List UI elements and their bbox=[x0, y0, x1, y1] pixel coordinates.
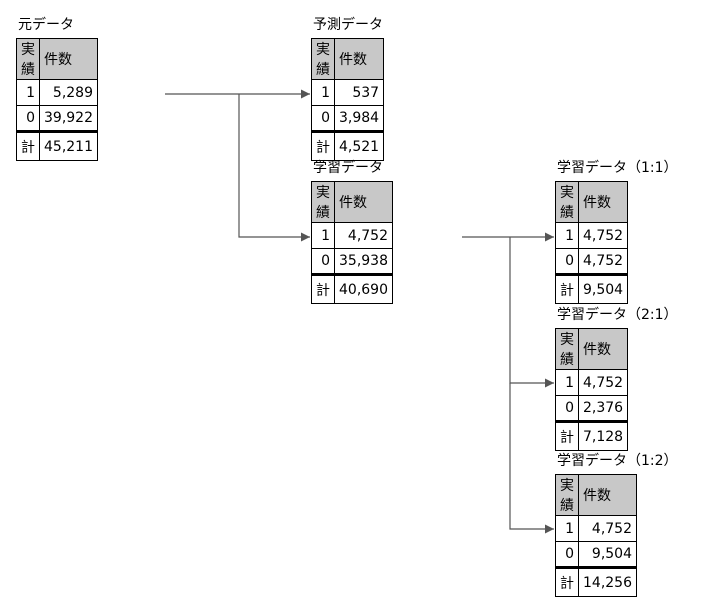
header-actual: 実績 bbox=[311, 38, 335, 80]
header-actual: 実績 bbox=[555, 181, 579, 223]
arrow-train-to-2-1 bbox=[509, 237, 554, 388]
arrow-train-to-1-2 bbox=[509, 383, 554, 534]
header-count: 件数 bbox=[578, 474, 637, 516]
header-count: 件数 bbox=[334, 181, 393, 223]
table-title: 予測データ bbox=[313, 17, 383, 33]
table-title: 学習データ（1:1） bbox=[557, 160, 678, 176]
table-title: 学習データ（2:1） bbox=[557, 307, 678, 323]
table-title: 学習データ（1:2） bbox=[557, 453, 678, 469]
table-title: 元データ bbox=[18, 17, 74, 33]
header-actual: 実績 bbox=[555, 328, 579, 370]
header-count: 件数 bbox=[39, 38, 98, 80]
table-title: 学習データ bbox=[313, 160, 383, 176]
header-count: 件数 bbox=[577, 181, 629, 223]
header-actual: 実績 bbox=[555, 474, 579, 516]
header-count: 件数 bbox=[333, 38, 385, 80]
header-actual: 実績 bbox=[311, 181, 335, 223]
arrow-original-to-train bbox=[238, 94, 310, 242]
header-actual: 実績 bbox=[16, 38, 40, 80]
header-count: 件数 bbox=[577, 328, 629, 370]
